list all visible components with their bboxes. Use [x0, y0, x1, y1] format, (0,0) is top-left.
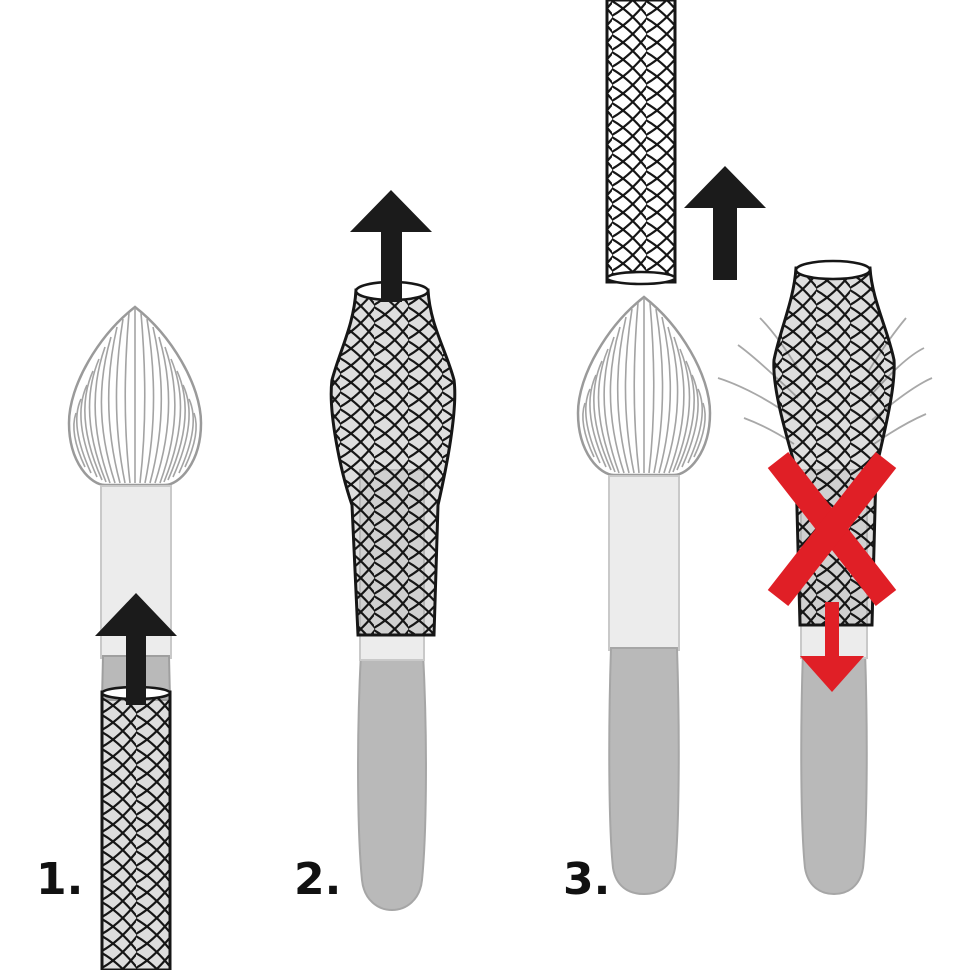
cross-icon [767, 451, 897, 607]
step-3-brush-correct [576, 295, 712, 896]
step-2-net-guard [329, 280, 457, 637]
step-label-1: 1. [36, 854, 83, 905]
arrow-up-icon [95, 593, 177, 705]
step-1-net-guard [100, 685, 172, 970]
handle [608, 647, 680, 896]
handle [357, 651, 427, 912]
step-3-removed-net [605, 0, 677, 286]
arrow-down-icon [800, 602, 864, 692]
step-label-2: 2. [294, 854, 341, 905]
step-label-3: 3. [563, 854, 610, 905]
handle [800, 649, 868, 896]
ferrule [608, 475, 680, 651]
arrow-up-icon [350, 190, 432, 302]
arrow-up-icon [684, 166, 766, 280]
